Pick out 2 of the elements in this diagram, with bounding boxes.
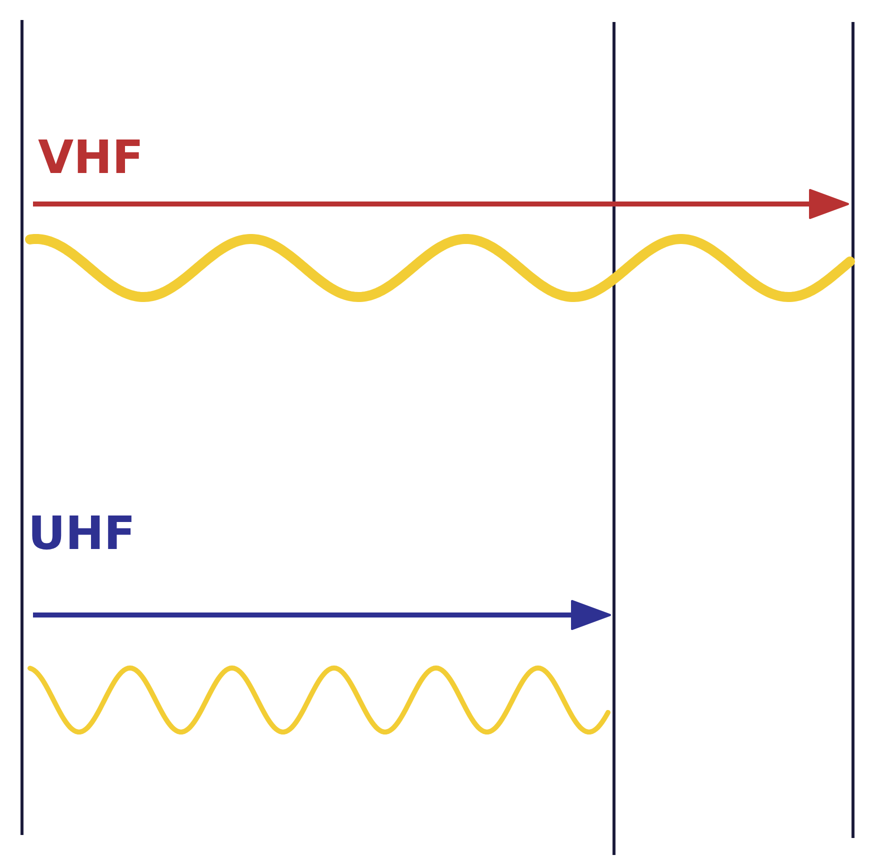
band-label: VHF: [38, 134, 144, 180]
band-label: UHF: [28, 510, 136, 556]
